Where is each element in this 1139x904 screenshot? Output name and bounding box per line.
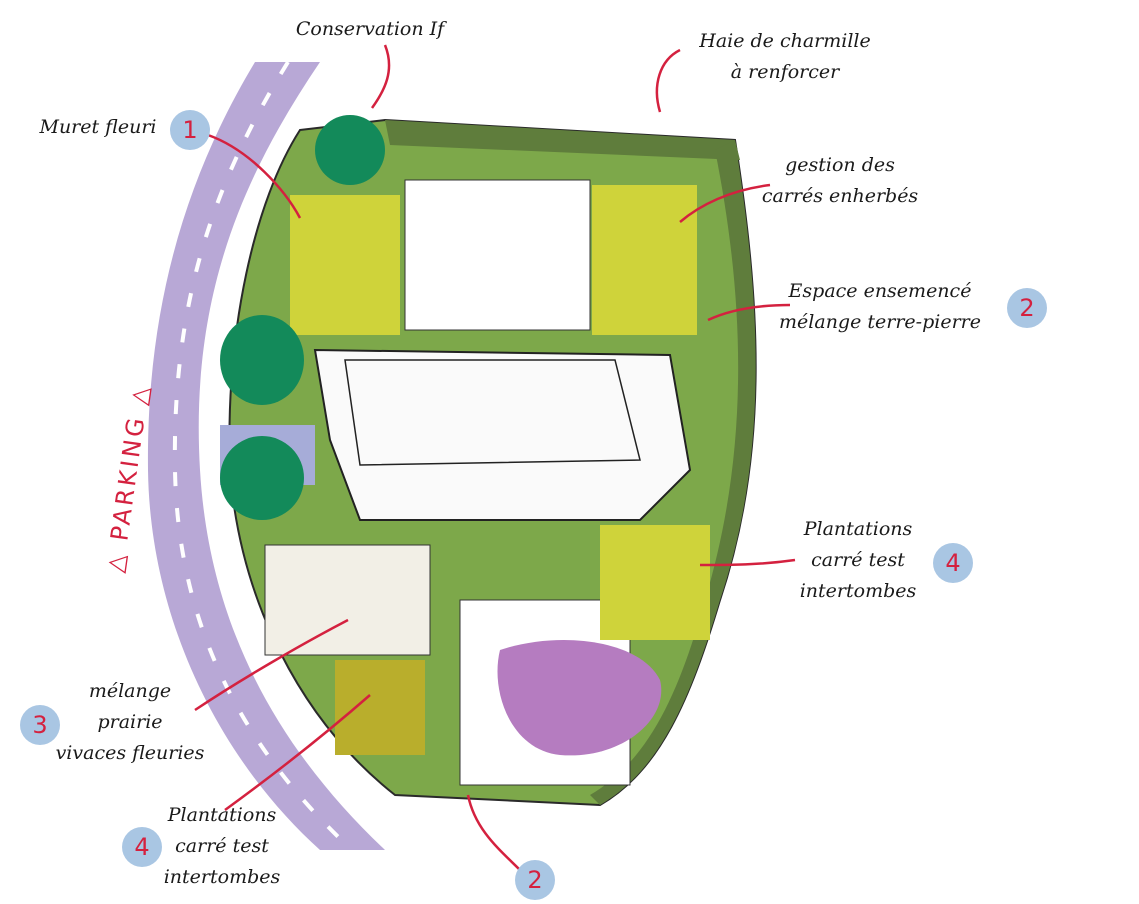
label-gestion: gestion des carrés enherbés xyxy=(762,150,918,212)
badge-3: 3 xyxy=(20,705,60,745)
label-plantations-right: Plantations carré test intertombes xyxy=(800,514,917,607)
church-roof xyxy=(344,359,641,466)
label-line: carrés enherbés xyxy=(761,185,919,207)
badge-1: 1 xyxy=(170,110,210,150)
grass-square-left xyxy=(290,195,400,335)
grass-square-right xyxy=(592,185,697,335)
label-plantations-left: Plantations carré test intertombes xyxy=(164,800,281,893)
yellow-test-square-left xyxy=(335,660,425,755)
hedge xyxy=(385,120,740,160)
hedge-right xyxy=(590,140,756,805)
label-line: carré test xyxy=(175,835,269,857)
label-haie: Haie de charmille à renforcer xyxy=(699,26,870,88)
label-line: intertombes xyxy=(163,866,281,888)
badge-4: 4 xyxy=(933,543,973,583)
purple-bed xyxy=(497,640,662,756)
label-line: gestion des xyxy=(785,154,895,176)
label-line: Plantations xyxy=(803,518,913,540)
label-conservation-if: Conservation If xyxy=(295,18,445,40)
label-melange: mélange prairie vivaces fleuries xyxy=(56,676,205,769)
road xyxy=(147,62,385,850)
label-line: Espace ensemencé xyxy=(788,280,972,302)
label-espace: Espace ensemencé mélange terre-pierre xyxy=(779,276,981,338)
graves-square-left xyxy=(264,544,431,656)
label-line: mélange terre-pierre xyxy=(779,311,981,333)
label-line: vivaces fleuries xyxy=(55,742,205,764)
badge-2: 2 xyxy=(515,860,555,900)
annotation-arrows xyxy=(194,44,796,871)
badge-2: 2 xyxy=(1007,288,1047,328)
label-line: intertombes xyxy=(799,580,917,602)
church xyxy=(313,348,692,521)
graves-square-top xyxy=(404,179,591,331)
label-muret-fleuri: Muret fleuri xyxy=(39,116,157,138)
yellow-test-square-right xyxy=(600,525,710,640)
tree xyxy=(220,315,304,405)
yew-tree xyxy=(315,115,385,185)
tree xyxy=(220,436,304,520)
label-line: Haie de charmille xyxy=(699,30,871,52)
badge-4: 4 xyxy=(122,827,162,867)
label-line: Plantations xyxy=(167,804,277,826)
label-line: à renforcer xyxy=(730,61,840,83)
label-line: prairie xyxy=(97,711,163,733)
label-line: carré test xyxy=(811,549,905,571)
label-line: mélange xyxy=(88,680,172,702)
